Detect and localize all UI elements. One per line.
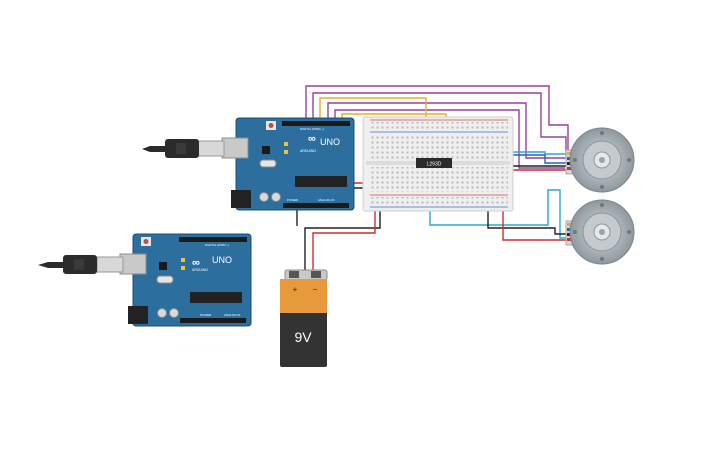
power-header[interactable] (283, 203, 349, 208)
digital-header-label: DIGITAL (PWM ~) (300, 127, 324, 131)
arduino-uno-bottom[interactable]: ∞ UNO ARDUINO DIGITAL (PWM ~) POWER ANAL… (119, 233, 252, 327)
wire-red-arduino-down[interactable] (312, 205, 376, 280)
battery-minus-label: − (313, 285, 318, 294)
usb-cable-icon[interactable] (38, 255, 124, 274)
wire-purple-1[interactable] (305, 85, 569, 150)
analog-header-label: ANALOG IN (318, 198, 334, 202)
power-header[interactable] (180, 318, 246, 323)
uno-label: UNO (212, 255, 232, 265)
analog-header-label: ANALOG IN (224, 313, 240, 317)
wire-purple-4[interactable] (334, 109, 565, 169)
wire-purple-2[interactable] (312, 92, 567, 160)
usb-port (221, 137, 249, 159)
usb-port (119, 253, 147, 275)
atmega-chip (190, 292, 242, 303)
power-header-label: POWER (287, 198, 299, 202)
battery-plus-label: + (293, 285, 298, 294)
uno-label: UNO (320, 137, 340, 147)
usb-cable-icon[interactable] (142, 139, 225, 158)
chip-label: L293D (427, 162, 442, 168)
power-header-label: POWER (200, 313, 212, 317)
wire-black-arduino-down[interactable] (304, 205, 381, 280)
atmega-chip (295, 176, 347, 187)
battery-voltage-label: 9V (294, 329, 312, 345)
digital-header[interactable] (179, 237, 247, 242)
digital-header-label: DIGITAL (PWM ~) (205, 243, 229, 247)
power-jack (128, 306, 148, 324)
arduino-uno-top[interactable]: ∞ UNO ARDUINO DIGITAL (PWM ~) POWER ANAL… (221, 117, 355, 211)
arduino-brand: ARDUINO (300, 149, 316, 153)
dc-motor-icon[interactable] (565, 199, 635, 265)
wire-purple-3[interactable] (327, 102, 565, 159)
arduino-brand: ARDUINO (192, 268, 208, 272)
arduino-logo-infinity: ∞ (308, 133, 316, 145)
battery-icon[interactable]: + − 9V (280, 269, 328, 367)
breadboard[interactable]: L293D (362, 116, 514, 212)
wire-cyan-2[interactable] (429, 178, 567, 239)
arduino-logo-infinity: ∞ (192, 257, 200, 269)
digital-header[interactable] (282, 121, 350, 126)
dc-motor-icon[interactable] (565, 127, 635, 193)
power-jack (231, 190, 251, 208)
wire-black-motor2[interactable] (487, 200, 567, 235)
l293d-chip[interactable]: L293D (416, 158, 452, 168)
